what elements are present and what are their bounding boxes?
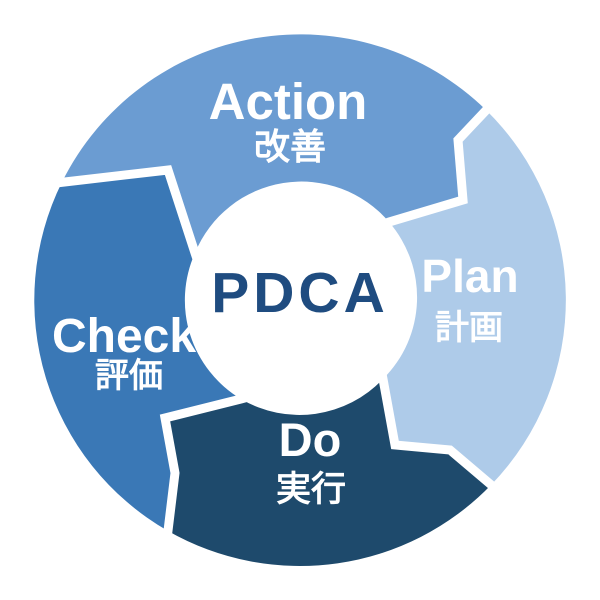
segment-label-do: Do <box>279 413 342 466</box>
divider-check-action <box>55 165 203 264</box>
segment-label-plan: Plan <box>421 250 518 302</box>
center-title: PDCA <box>211 261 389 325</box>
segment-sublabel-do: 実行 <box>276 470 346 509</box>
segment-label-action: Action <box>209 73 368 130</box>
segment-sublabel-check: 評価 <box>95 357 163 395</box>
divider-do-check <box>159 391 254 540</box>
segment-do <box>165 379 491 566</box>
divider-action-plan <box>376 100 496 231</box>
segment-sublabel-action: 改善 <box>254 126 326 167</box>
segment-plan <box>383 110 566 485</box>
segment-check <box>34 170 241 531</box>
center-circle <box>190 190 410 410</box>
divider-plan-do <box>376 367 499 493</box>
segment-action <box>62 34 486 253</box>
segment-sublabel-plan: 計画 <box>435 309 503 347</box>
segment-label-check: Check <box>52 310 196 363</box>
